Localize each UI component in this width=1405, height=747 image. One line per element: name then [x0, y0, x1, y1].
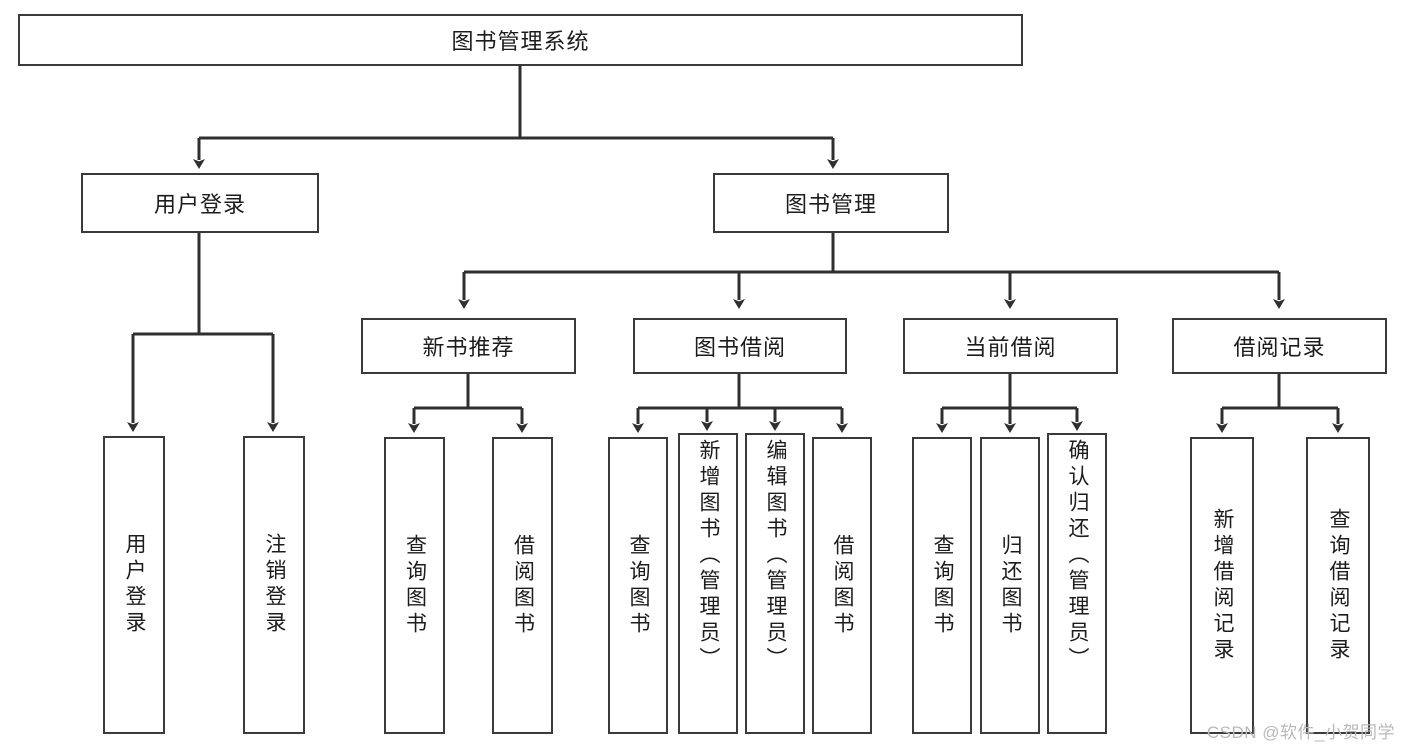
leaf-book-borrow-borrow-book[interactable]: 借阅图书 — [812, 437, 872, 734]
node-label: 新增图书（管理员） — [697, 439, 721, 673]
node-label: 借阅记录 — [1233, 335, 1326, 360]
node-new-book-recommend[interactable]: 新书推荐 — [361, 318, 576, 374]
leaf-book-borrow-edit-book-admin[interactable]: 编辑图书（管理员） — [745, 433, 805, 734]
leaf-borrow-record-query-record[interactable]: 查询借阅记录 — [1306, 437, 1370, 734]
leaf-borrow-record-add-record[interactable]: 新增借阅记录 — [1190, 437, 1254, 734]
node-label: 新增借阅记录 — [1211, 507, 1235, 664]
node-label: 编辑图书（管理员） — [764, 439, 788, 673]
node-user-login[interactable]: 用户登录 — [81, 173, 319, 233]
node-label: 当前借阅 — [964, 335, 1057, 360]
node-label: 查询图书 — [627, 533, 651, 638]
node-borrow-record[interactable]: 借阅记录 — [1172, 318, 1387, 374]
leaf-current-borrow-return-book[interactable]: 归还图书 — [980, 437, 1040, 734]
leaf-user-login-signout[interactable]: 注销登录 — [243, 436, 305, 734]
node-label: 注销登录 — [263, 533, 287, 637]
leaf-current-borrow-query-book[interactable]: 查询图书 — [912, 437, 972, 734]
node-label: 查询图书 — [931, 533, 955, 638]
leaf-book-borrow-query-book[interactable]: 查询图书 — [608, 437, 668, 734]
node-label: 查询借阅记录 — [1327, 507, 1351, 664]
node-root-book-management-system[interactable]: 图书管理系统 — [18, 14, 1023, 66]
node-label: 图书借阅 — [693, 335, 786, 360]
node-label: 归还图书 — [999, 533, 1023, 638]
node-label: 图书管理 — [784, 192, 877, 217]
node-label: 图书管理系统 — [451, 29, 590, 54]
node-label: 用户登录 — [123, 533, 147, 637]
node-label: 借阅图书 — [511, 533, 535, 638]
node-label: 用户登录 — [153, 192, 246, 217]
node-label: 借阅图书 — [831, 533, 855, 638]
leaf-new-book-borrow-book[interactable]: 借阅图书 — [492, 437, 553, 734]
leaf-user-login-signin[interactable]: 用户登录 — [103, 436, 165, 734]
node-label: 确认归还（管理员） — [1066, 439, 1090, 673]
node-book-borrow[interactable]: 图书借阅 — [633, 318, 847, 374]
leaf-book-borrow-add-book-admin[interactable]: 新增图书（管理员） — [678, 433, 738, 734]
node-book-management[interactable]: 图书管理 — [713, 173, 949, 233]
leaf-current-borrow-confirm-return-admin[interactable]: 确认归还（管理员） — [1047, 433, 1107, 734]
node-label: 查询图书 — [403, 533, 427, 638]
csdn-watermark: CSDN @软件_小贺同学 — [1206, 723, 1395, 742]
leaf-new-book-query-book[interactable]: 查询图书 — [384, 437, 445, 734]
node-label: 新书推荐 — [422, 335, 515, 360]
node-current-borrow[interactable]: 当前借阅 — [903, 318, 1118, 374]
